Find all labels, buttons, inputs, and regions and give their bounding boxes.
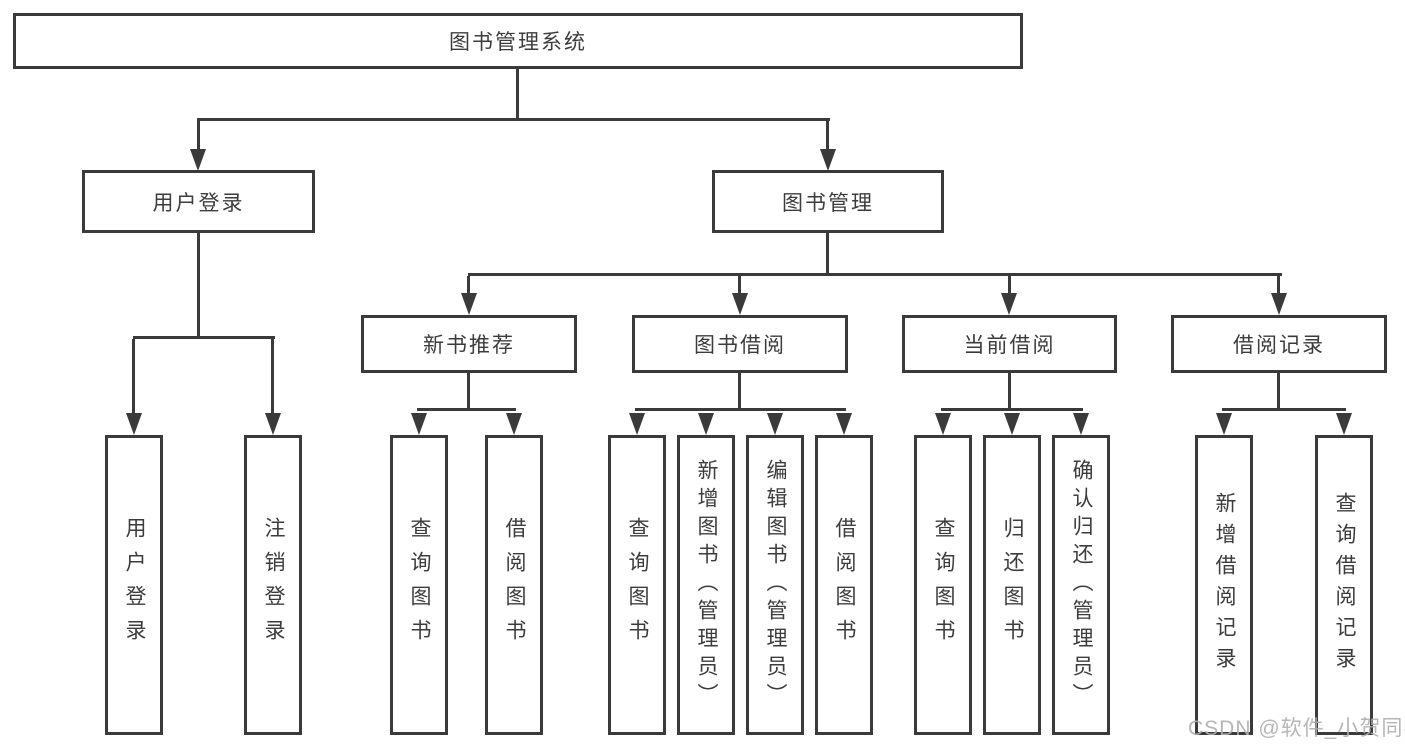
arrowhead-bb-add-books (698, 413, 714, 435)
arrowhead-new-book-recommend (461, 293, 477, 315)
leaf-label: 查询图书 (932, 517, 955, 653)
connector-root-stub (516, 69, 519, 118)
node-new-book-recommend: 新书推荐 (361, 315, 577, 373)
leaf-label: 查询借阅记录 (1333, 492, 1356, 678)
node-book-borrow: 图书借阅 (632, 315, 848, 373)
arrowhead-current-borrow (1001, 293, 1017, 315)
node-label: 当前借阅 (963, 334, 1056, 357)
connector-book-borrow-stub (738, 373, 741, 408)
leaf-label: 借阅图书 (503, 517, 526, 653)
connector-drop-new-book-recommend (467, 276, 470, 295)
connector-borrow-records-rail (1222, 408, 1346, 411)
node-label: 用户登录 (152, 191, 245, 215)
leaf-label: 归还图书 (1001, 517, 1024, 653)
leaf-label: 查询图书 (626, 517, 649, 653)
arrowhead-br-query-record (1336, 413, 1352, 435)
leaf-label: 确认归还（管理员） (1070, 459, 1093, 711)
leaf-logout: 注销登录 (244, 435, 302, 735)
connector-drop-book-borrow (738, 276, 741, 295)
arrowhead-user-login (190, 149, 206, 171)
connector-current-borrow-stub (1008, 373, 1011, 408)
connector-drop-borrow-records (1277, 276, 1280, 295)
leaf-user-login: 用户登录 (105, 435, 163, 735)
arrowhead-book-borrow (732, 293, 748, 315)
leaf-label: 查询图书 (408, 517, 431, 653)
connector-book-borrow-rail (635, 408, 846, 411)
leaf-label: 新增借阅记录 (1213, 492, 1236, 678)
connector-drop-current-borrow (1008, 276, 1011, 295)
leaf-label: 用户登录 (123, 517, 146, 653)
node-library-management-system: 图书管理系统 (13, 13, 1023, 69)
watermark: CSDN @软件_小贺同学 (1188, 717, 1405, 740)
leaf-label: 注销登录 (262, 517, 285, 653)
leaf-return-books: 归还图书 (983, 435, 1041, 735)
connector-user-login-rail (133, 336, 275, 339)
node-label: 借阅记录 (1233, 334, 1325, 357)
connector-new-book-recommend-stub (467, 373, 470, 408)
leaf-query-books: 查询图书 (390, 435, 448, 735)
node-borrow-records: 借阅记录 (1171, 315, 1387, 373)
node-current-borrow: 当前借阅 (902, 315, 1117, 373)
leaf-edit-books-admin: 编辑图书（管理员） (746, 435, 804, 735)
node-book-management: 图书管理 (712, 170, 944, 233)
connector-borrow-records-stub (1277, 373, 1280, 408)
node-label: 图书管理系统 (449, 31, 587, 54)
connector-user-login-stub (197, 233, 200, 336)
leaf-label: 借阅图书 (833, 517, 856, 653)
arrowhead-cb-return-books (1004, 413, 1020, 435)
connector-current-borrow-rail (941, 408, 1083, 411)
leaf-label: 新增图书（管理员） (695, 459, 718, 711)
connector-drop-leaf-user-login (132, 339, 135, 415)
leaf-query-books: 查询图书 (914, 435, 972, 735)
arrowhead-borrow-records (1271, 293, 1287, 315)
node-label: 图书管理 (782, 191, 874, 215)
leaf-borrow-books: 借阅图书 (815, 435, 873, 735)
arrowhead-book-management (820, 149, 836, 171)
connector-drop-user-login (197, 121, 200, 151)
leaf-label: 编辑图书（管理员） (764, 459, 787, 711)
leaf-add-borrow-record: 新增借阅记录 (1195, 435, 1253, 735)
connector-drop-leaf-logout (271, 339, 274, 415)
connector-level3-rail (468, 273, 1282, 276)
connector-book-management-stub (826, 233, 829, 273)
node-user-login: 用户登录 (82, 170, 315, 233)
arrowhead-cb-confirm-return (1073, 413, 1089, 435)
leaf-query-books: 查询图书 (608, 435, 666, 735)
arrowhead-bb-edit-books (767, 413, 783, 435)
arrowhead-nb-borrow-books (506, 413, 522, 435)
connector-new-book-recommend-rail (417, 408, 516, 411)
leaf-query-borrow-record: 查询借阅记录 (1315, 435, 1373, 735)
leaf-confirm-return-admin: 确认归还（管理员） (1052, 435, 1110, 735)
leaf-borrow-books: 借阅图书 (485, 435, 543, 735)
arrowhead-bb-query-books (629, 413, 645, 435)
connector-level2-rail (197, 118, 830, 121)
connector-drop-book-management (826, 121, 829, 151)
arrowhead-nb-query-books (411, 413, 427, 435)
arrowhead-leaf-user-login (126, 413, 142, 435)
leaf-add-books-admin: 新增图书（管理员） (677, 435, 735, 735)
node-label: 新书推荐 (423, 334, 515, 357)
arrowhead-cb-query-books (935, 413, 951, 435)
arrowhead-bb-borrow-books (836, 413, 852, 435)
arrowhead-leaf-logout (265, 413, 281, 435)
node-label: 图书借阅 (694, 334, 786, 357)
arrowhead-br-add-record (1216, 413, 1232, 435)
